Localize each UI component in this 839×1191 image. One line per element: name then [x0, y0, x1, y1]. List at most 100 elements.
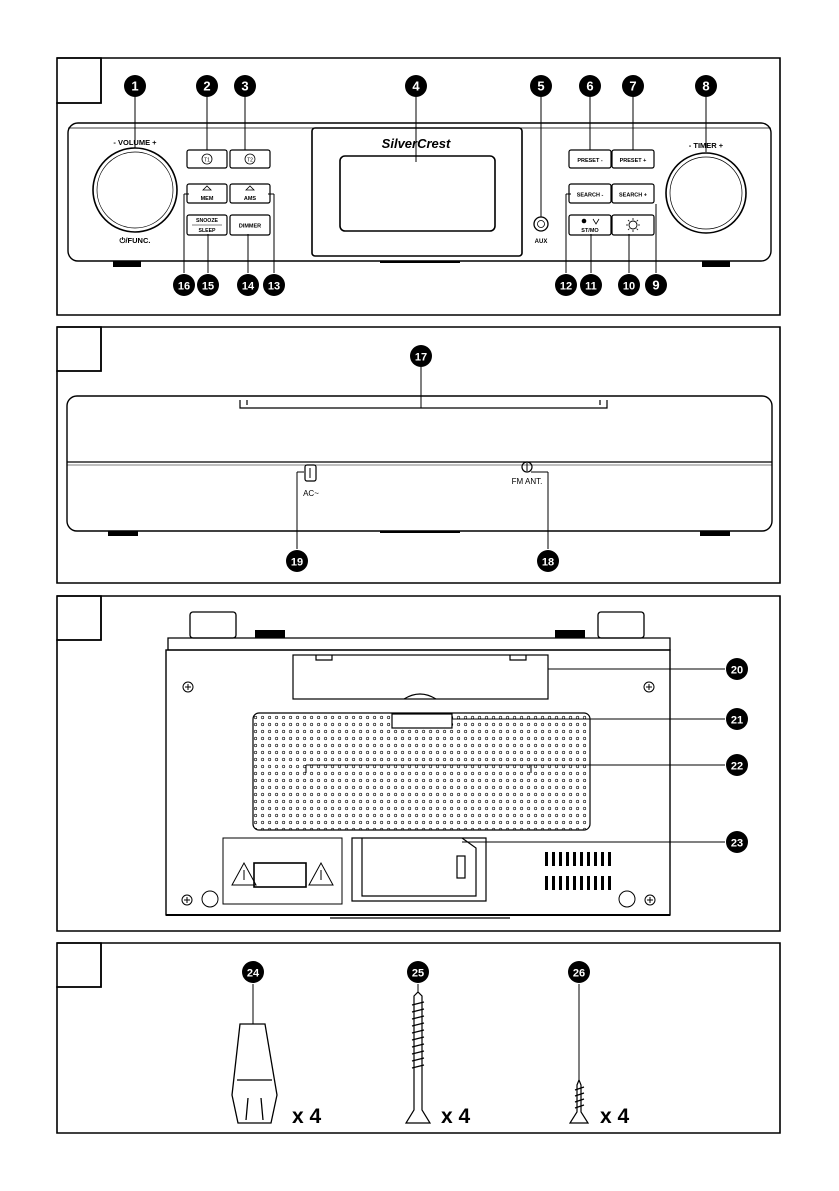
- panel-number-box: [57, 596, 101, 640]
- button-preset-plus: PRESET +: [612, 150, 654, 168]
- callout-20: 20: [726, 658, 748, 680]
- callout-19: 19: [286, 550, 308, 572]
- callout-number: 6: [586, 79, 593, 94]
- svg-text:PRESET +: PRESET +: [620, 158, 647, 164]
- callout-3: 3: [234, 75, 256, 97]
- callout-10: 10: [618, 274, 640, 296]
- button-search-plus: SEARCH +: [612, 184, 654, 203]
- panel-number-box: [57, 327, 101, 371]
- callout-number: 2: [203, 79, 210, 94]
- button-light: [612, 215, 654, 235]
- svg-text:ST/MO: ST/MO: [581, 228, 599, 234]
- warning-label: [223, 838, 342, 904]
- sun-icon: [629, 221, 637, 229]
- callout-2: 2: [196, 75, 218, 97]
- callout-1: 1: [124, 75, 146, 97]
- callout-11: 11: [580, 274, 602, 296]
- callout-14: 14: [237, 274, 259, 296]
- callout-23: 23: [726, 831, 748, 853]
- svg-text:PRESET -: PRESET -: [577, 158, 603, 164]
- short-screw: [570, 1080, 588, 1123]
- callout-number: 12: [560, 281, 572, 293]
- svg-text:SEARCH +: SEARCH +: [619, 193, 647, 199]
- callout-number: 4: [412, 79, 420, 94]
- svg-text:AMS: AMS: [244, 196, 257, 202]
- callout-5: 5: [530, 75, 552, 97]
- callout-4: 4: [405, 75, 427, 97]
- qty-long-screw: x 4: [441, 1105, 471, 1128]
- volume-knob: [93, 148, 177, 232]
- callout-number: 22: [731, 761, 743, 773]
- button-dimmer: DIMMER: [230, 215, 270, 235]
- callout-15: 15: [197, 274, 219, 296]
- button-preset-minus: PRESET -: [569, 150, 611, 168]
- ac-socket: [305, 465, 316, 481]
- callout-9: 9: [645, 274, 667, 296]
- mounting-slot: [240, 400, 607, 408]
- callout-number: 10: [623, 281, 635, 293]
- panel-top-view: [57, 596, 780, 931]
- callout-number: 20: [731, 665, 743, 677]
- callout-8: 8: [695, 75, 717, 97]
- svg-text:T2: T2: [247, 158, 253, 164]
- svg-text:SLEEP: SLEEP: [198, 228, 216, 234]
- callout-17: 17: [410, 345, 432, 367]
- svg-text:T1: T1: [204, 158, 210, 164]
- callout-18: 18: [537, 550, 559, 572]
- callout-number: 23: [731, 838, 743, 850]
- vent-slots: [545, 852, 611, 890]
- callout-number: 8: [702, 79, 709, 94]
- aux-jack: [534, 217, 548, 231]
- button-snooze-sleep: SNOOZE SLEEP: [187, 215, 227, 235]
- timer-knob: [666, 153, 746, 233]
- tablet-holder: [293, 655, 548, 699]
- speaker-grille: [253, 713, 590, 830]
- func-label: ⏻/FUNC.: [120, 236, 151, 245]
- callout-number: 14: [242, 281, 255, 293]
- callout-number: 7: [629, 79, 636, 94]
- svg-text:DIMMER: DIMMER: [239, 224, 261, 230]
- battery-compartment: [352, 838, 486, 901]
- callout-7: 7: [622, 75, 644, 97]
- callout-number: 18: [542, 557, 554, 569]
- callout-number: 9: [652, 278, 659, 293]
- fm-antenna-socket: [522, 462, 532, 472]
- aux-label: AUX: [535, 239, 548, 245]
- callout-number: 26: [573, 968, 585, 980]
- callout-number: 13: [268, 281, 280, 293]
- callout-number: 17: [415, 352, 427, 364]
- callout-number: 15: [202, 281, 214, 293]
- callout-25: 25: [407, 961, 429, 983]
- callout-22: 22: [726, 754, 748, 776]
- callout-number: 5: [537, 79, 544, 94]
- svg-text:SEARCH -: SEARCH -: [577, 193, 604, 199]
- qty-anchor: x 4: [292, 1105, 322, 1128]
- long-screw: [406, 992, 430, 1123]
- callout-number: 24: [247, 968, 260, 980]
- callout-number: 1: [131, 79, 138, 94]
- button-ams: AMS: [230, 184, 270, 203]
- wall-anchor: [232, 1024, 277, 1123]
- callout-24: 24: [242, 961, 264, 983]
- button-t1: T1: [187, 150, 227, 168]
- callout-6: 6: [579, 75, 601, 97]
- callout-number: 16: [178, 281, 190, 293]
- button-mem: MEM: [187, 184, 227, 203]
- svg-text:MEM: MEM: [201, 196, 214, 202]
- ac-label: AC~: [303, 489, 319, 498]
- callout-13: 13: [263, 274, 285, 296]
- button-search-minus: SEARCH -: [569, 184, 611, 203]
- fm-ant-label: FM ANT.: [512, 477, 543, 486]
- svg-text:SNOOZE: SNOOZE: [196, 218, 218, 224]
- callout-number: 19: [291, 557, 303, 569]
- callout-number: 21: [731, 715, 743, 727]
- panel-number-box: [57, 58, 101, 103]
- callout-12: 12: [555, 274, 577, 296]
- callout-21: 21: [726, 708, 748, 730]
- callout-16: 16: [173, 274, 195, 296]
- button-st-mo: ST/MO: [569, 215, 611, 235]
- callout-number: 3: [241, 79, 248, 94]
- panel-number-box: [57, 943, 101, 987]
